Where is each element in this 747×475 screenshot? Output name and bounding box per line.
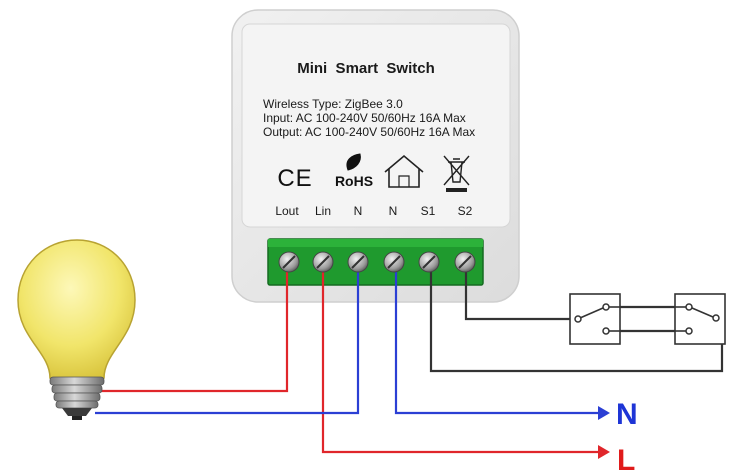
leaf-icon	[346, 153, 361, 171]
wire-lin-to-live	[321, 262, 606, 454]
screw-s2	[454, 251, 476, 273]
terminal-label-n2: N	[389, 204, 398, 218]
two-way-switch-1	[569, 293, 621, 345]
supply-live: L	[598, 444, 635, 475]
terminal-block	[267, 238, 484, 286]
ce-mark: CE	[277, 165, 312, 192]
wire-s2-to-switch1	[464, 262, 570, 321]
indoor-use-house-icon	[384, 154, 424, 188]
two-way-switch-2	[674, 293, 726, 345]
wire-n-to-neutral	[394, 262, 606, 415]
arrow-right-icon	[598, 445, 610, 459]
spec-wireless: Wireless Type: ZigBee 3.0	[263, 97, 403, 111]
terminal-screws	[278, 251, 476, 273]
supply-neutral: N	[598, 398, 638, 431]
smart-switch-module: Mini Smart Switch Wireless Type: ZigBee …	[231, 9, 520, 303]
spec-output: Output: AC 100-240V 50/60Hz 16A Max	[263, 125, 475, 139]
screw-n2	[383, 251, 405, 273]
terminal-label-s2: S2	[458, 204, 473, 218]
device-title: Mini Smart Switch	[297, 60, 435, 77]
rohs-text: RoHS	[335, 173, 373, 189]
bulb-glass	[17, 239, 136, 379]
light-bulb-icon	[17, 239, 136, 420]
rohs-mark: RoHS	[335, 153, 373, 189]
label-panel	[241, 23, 511, 228]
arrow-right-icon	[598, 406, 610, 420]
terminal-labels: Lout Lin N N S1 S2	[275, 204, 472, 218]
bulb-base	[49, 376, 105, 420]
screw-lin	[312, 251, 334, 273]
screw-n1	[347, 251, 369, 273]
wire-lout-to-bulb	[95, 262, 289, 393]
screw-s1	[418, 251, 440, 273]
weee-crossed-bin-icon	[443, 155, 470, 192]
terminal-label-s1: S1	[421, 204, 436, 218]
wire-n-to-bulb	[95, 262, 360, 415]
spec-input: Input: AC 100-240V 50/60Hz 16A Max	[263, 111, 466, 125]
wires	[95, 262, 724, 454]
neutral-label: N	[616, 398, 638, 431]
terminal-label-lin: Lin	[315, 204, 331, 218]
terminal-label-lout: Lout	[275, 204, 299, 218]
screw-lout	[278, 251, 300, 273]
terminal-label-n1: N	[354, 204, 363, 218]
live-label: L	[617, 444, 635, 475]
